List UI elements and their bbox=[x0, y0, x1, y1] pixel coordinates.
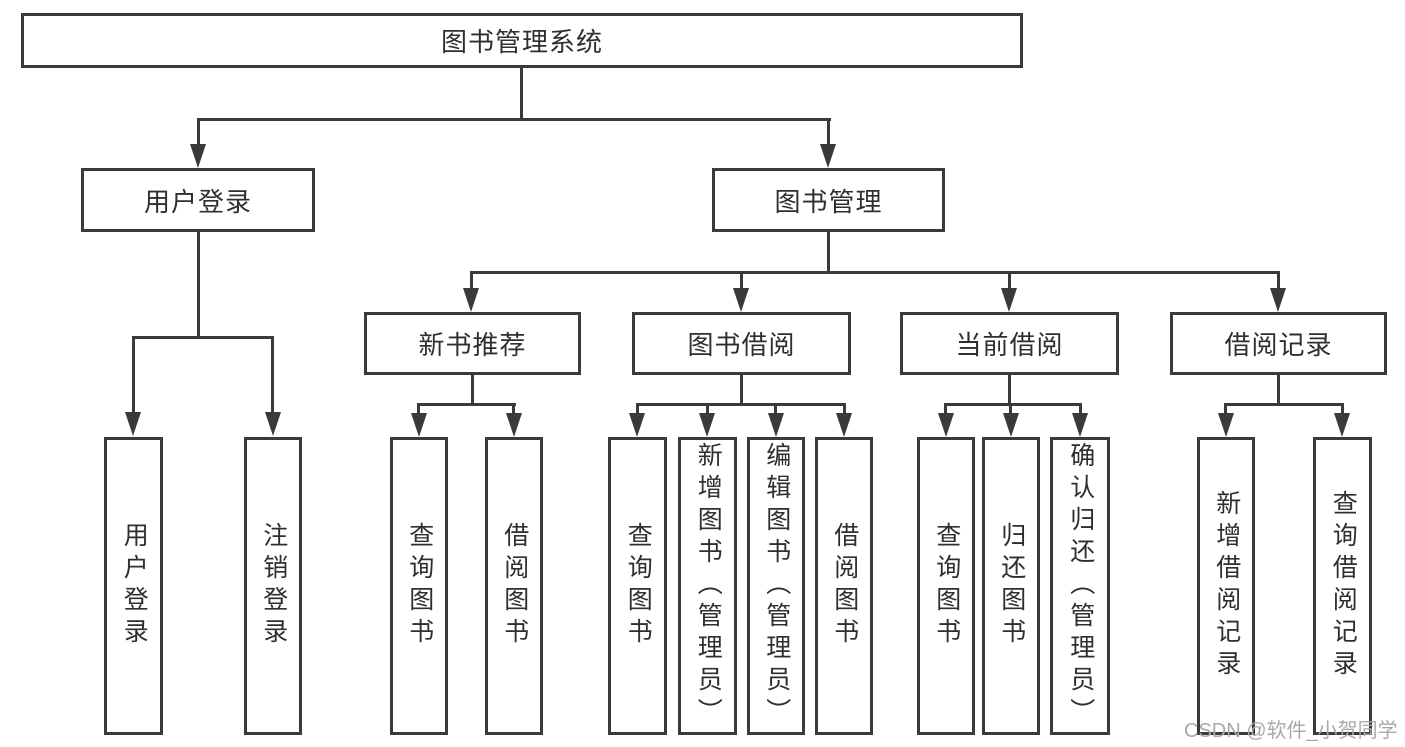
connector-line bbox=[512, 403, 515, 416]
leaf-user-login-label: 用户登录 bbox=[120, 522, 149, 650]
leaf-return-book: 归还图书 bbox=[982, 437, 1040, 735]
leaf-query-borrow-record: 查询借阅记录 bbox=[1313, 437, 1372, 735]
leaf-logout-label: 注销登录 bbox=[259, 522, 288, 650]
csdn-watermark: CSDN @软件_小贺同学 bbox=[1184, 720, 1398, 742]
leaf-add-borrow-record: 新增借阅记录 bbox=[1197, 437, 1255, 735]
node-borrow-records: 借阅记录 bbox=[1170, 312, 1387, 375]
leaf-newbooks-query: 查询图书 bbox=[390, 437, 448, 735]
connector-line bbox=[1277, 375, 1280, 406]
connector-line bbox=[636, 403, 639, 416]
connector-line bbox=[1277, 271, 1280, 290]
connector-line bbox=[1341, 403, 1344, 416]
leaf-borrow-edit-book: 编辑图书（管理员） bbox=[747, 437, 805, 735]
leaf-borrow-query: 查询图书 bbox=[608, 437, 667, 735]
leaf-query-borrow-record-label: 查询借阅记录 bbox=[1329, 490, 1358, 682]
connector-line bbox=[843, 403, 846, 416]
connector-line bbox=[1079, 403, 1082, 416]
arrowhead-icon bbox=[190, 144, 206, 168]
leaf-borrow-book-label: 借阅图书 bbox=[830, 522, 859, 650]
connector-line bbox=[271, 336, 274, 414]
leaf-borrow-add-book-label: 新增图书（管理员） bbox=[694, 442, 723, 730]
arrowhead-icon bbox=[506, 413, 522, 437]
node-new-book-recommend: 新书推荐 bbox=[364, 312, 581, 375]
node-root: 图书管理系统 bbox=[21, 13, 1023, 68]
connector-line bbox=[417, 403, 516, 406]
arrowhead-icon bbox=[1003, 413, 1019, 437]
connector-line bbox=[944, 403, 1082, 406]
connector-line bbox=[944, 403, 947, 416]
arrowhead-icon bbox=[1270, 288, 1286, 312]
arrowhead-icon bbox=[629, 413, 645, 437]
connector-line bbox=[636, 403, 846, 406]
leaf-confirm-return-label: 确认归还（管理员） bbox=[1066, 442, 1095, 730]
leaf-add-borrow-record-label: 新增借阅记录 bbox=[1212, 490, 1241, 682]
connector-line bbox=[197, 232, 200, 339]
connector-line bbox=[774, 403, 777, 416]
leaf-newbooks-borrow: 借阅图书 bbox=[485, 437, 543, 735]
arrowhead-icon bbox=[1001, 288, 1017, 312]
leaf-borrow-query-label: 查询图书 bbox=[624, 522, 653, 650]
leaf-newbooks-query-label: 查询图书 bbox=[405, 522, 434, 650]
leaf-current-query-label: 查询图书 bbox=[932, 522, 961, 650]
connector-line bbox=[1224, 403, 1344, 406]
leaf-borrow-add-book: 新增图书（管理员） bbox=[678, 437, 737, 735]
connector-line bbox=[706, 403, 709, 416]
connector-line bbox=[417, 403, 420, 416]
connector-line bbox=[827, 118, 830, 146]
node-book-borrow: 图书借阅 bbox=[632, 312, 851, 375]
connector-line bbox=[1008, 271, 1011, 290]
connector-line bbox=[197, 118, 200, 146]
connector-line bbox=[1008, 375, 1011, 406]
connector-line bbox=[132, 336, 274, 339]
node-current-borrow: 当前借阅 bbox=[900, 312, 1119, 375]
connector-line bbox=[1224, 403, 1227, 416]
leaf-logout: 注销登录 bbox=[244, 437, 302, 735]
arrowhead-icon bbox=[820, 144, 836, 168]
connector-line bbox=[740, 271, 743, 290]
leaf-borrow-book: 借阅图书 bbox=[815, 437, 873, 735]
connector-line bbox=[470, 271, 1280, 274]
arrowhead-icon bbox=[265, 412, 281, 436]
arrowhead-icon bbox=[463, 288, 479, 312]
arrowhead-icon bbox=[836, 413, 852, 437]
arrowhead-icon bbox=[733, 288, 749, 312]
node-user-login: 用户登录 bbox=[81, 168, 315, 232]
leaf-confirm-return: 确认归还（管理员） bbox=[1050, 437, 1110, 735]
leaf-return-book-label: 归还图书 bbox=[997, 522, 1026, 650]
arrowhead-icon bbox=[411, 413, 427, 437]
leaf-user-login: 用户登录 bbox=[104, 437, 163, 735]
leaf-newbooks-borrow-label: 借阅图书 bbox=[500, 522, 529, 650]
arrowhead-icon bbox=[1072, 413, 1088, 437]
arrowhead-icon bbox=[938, 413, 954, 437]
connector-line bbox=[1009, 403, 1012, 416]
leaf-borrow-edit-book-label: 编辑图书（管理员） bbox=[762, 442, 791, 730]
arrowhead-icon bbox=[125, 412, 141, 436]
connector-line bbox=[520, 68, 523, 121]
node-book-management: 图书管理 bbox=[712, 168, 945, 232]
connector-line bbox=[470, 271, 473, 290]
connector-line bbox=[827, 232, 830, 274]
leaf-current-query: 查询图书 bbox=[917, 437, 975, 735]
connector-line bbox=[740, 375, 743, 406]
connector-line bbox=[471, 375, 474, 406]
arrowhead-icon bbox=[768, 413, 784, 437]
arrowhead-icon bbox=[1334, 413, 1350, 437]
connector-line bbox=[132, 336, 135, 414]
connector-line bbox=[197, 118, 831, 121]
arrowhead-icon bbox=[699, 413, 715, 437]
arrowhead-icon bbox=[1218, 413, 1234, 437]
